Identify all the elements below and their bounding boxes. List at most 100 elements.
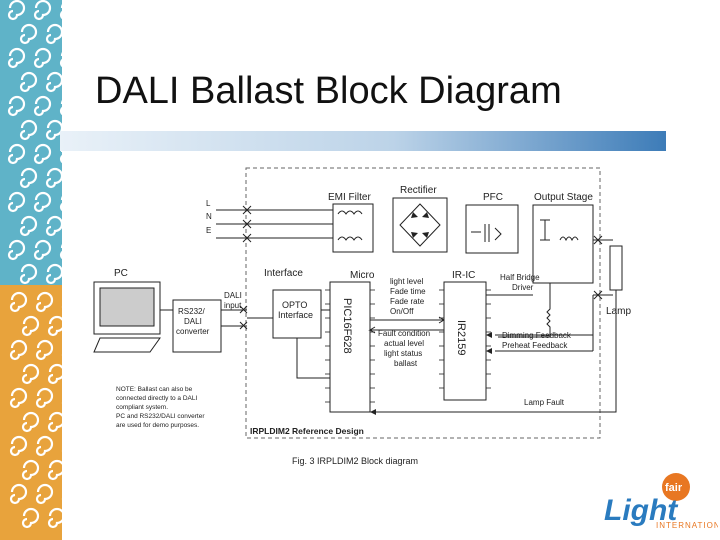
swirl-ornament — [7, 47, 26, 69]
swirl-ornament — [19, 263, 38, 285]
swirl-ornament — [21, 411, 40, 433]
rectifier-block — [392, 197, 448, 253]
swirl-ornament — [47, 363, 62, 385]
swirl-ornament — [35, 339, 54, 361]
logo-badge-text: fair — [665, 482, 683, 494]
swirl-ornament — [21, 315, 40, 337]
swirl-ornament — [33, 95, 52, 117]
swirl-ornament — [7, 191, 26, 213]
swirl-ornament — [33, 191, 52, 213]
pc-monitor — [93, 281, 161, 335]
note-line-3: compliant system. — [116, 404, 168, 411]
note-line-5: are used for demo purposes. — [116, 422, 199, 429]
swirl-ornament — [21, 459, 40, 481]
signal-fade-rate: Fade rate — [390, 297, 425, 306]
swirl-ornament — [33, 143, 52, 165]
emi-filter-block — [332, 203, 374, 253]
ir-ic-label: IR-IC — [452, 270, 475, 281]
swirl-ornament — [45, 263, 62, 285]
swirl-ornament — [21, 363, 40, 385]
opto-label-1: OPTO — [282, 300, 307, 310]
swirl-ornament — [19, 71, 38, 93]
interface-label: Interface — [264, 268, 303, 279]
swirl-ornament — [35, 291, 54, 313]
swirl-ornament — [47, 459, 62, 481]
swirl-ornament — [21, 507, 40, 529]
swirl-ornament — [59, 100, 62, 116]
reference-design-frame — [245, 167, 601, 439]
pc-label: PC — [114, 268, 128, 279]
output-stage-block — [532, 204, 594, 284]
reference-design-label: IRPLDIM2 Reference Design — [250, 426, 364, 436]
note-line-4: PC and RS232/DALI converter — [116, 413, 205, 420]
swirl-ornament — [45, 215, 62, 237]
swirl-ornament — [33, 47, 52, 69]
slide-title: DALI Ballast Block Diagram — [95, 70, 562, 112]
swirl-ornament — [9, 435, 28, 457]
signal-fault-condition: Fault condition — [378, 329, 430, 338]
pfc-block — [465, 204, 519, 254]
swirl-ornament — [9, 387, 28, 409]
signal-light-level: light level — [390, 277, 424, 286]
preheat-feedback-label: Preheat Feedback — [502, 341, 568, 350]
swirl-ornament — [59, 244, 62, 260]
logo-subtext: INTERNATIONAL — [656, 521, 718, 530]
signal-on-off: On/Off — [390, 307, 414, 316]
opto-label-2: Interface — [278, 310, 313, 320]
swirl-ornament — [35, 435, 54, 457]
micro-label: Micro — [350, 270, 375, 281]
signal-fade-time: Fade time — [390, 287, 426, 296]
swirl-ornament — [9, 483, 28, 505]
swirl-ornament — [59, 52, 62, 68]
lightfair-logo: fair Light INTERNATIONAL — [604, 473, 718, 530]
signal-light-status: light status — [384, 349, 422, 358]
logo-badge-circle — [662, 473, 690, 501]
swirl-ornament — [7, 0, 26, 21]
logo-wordmark: Light — [604, 494, 679, 527]
swirl-ornament — [9, 291, 28, 313]
swirl-ornament — [59, 196, 62, 212]
signal-actual-level: actual level — [384, 339, 424, 348]
swirl-ornament — [33, 239, 52, 261]
decorative-swirl-border — [0, 0, 62, 540]
rs232-dali-line-1: RS232/ — [178, 307, 205, 316]
swirl-ornament — [45, 167, 62, 189]
pc-screen — [99, 287, 155, 327]
swirl-ornament — [45, 23, 62, 45]
mains-label-e: E — [206, 226, 211, 235]
note-line-2: connected directly to a DALI — [116, 395, 197, 402]
output-stage-label: Output Stage — [534, 192, 593, 203]
rs232-dali-line-3: converter — [176, 327, 210, 336]
swirl-ornament — [19, 119, 38, 141]
swirl-ornament — [7, 239, 26, 261]
lamp-fault-label: Lamp Fault — [524, 398, 565, 407]
swirl-ornament — [19, 167, 38, 189]
swirl-ornament — [45, 119, 62, 141]
note-line-1: NOTE: Ballast can also be — [116, 386, 193, 393]
swirl-ornament — [47, 507, 62, 529]
swirl-ornament — [35, 483, 54, 505]
figure-caption: Fig. 3 IRPLDIM2 Block diagram — [292, 456, 418, 466]
title-underline-bar — [60, 131, 666, 151]
emi-filter-label: EMI Filter — [328, 192, 371, 203]
ir-ic-chip — [443, 281, 487, 401]
swirl-ornament — [35, 387, 54, 409]
mains-label-l: L — [206, 199, 211, 208]
swirl-ornament — [47, 411, 62, 433]
half-bridge-line-2: Driver — [512, 283, 534, 292]
half-bridge-line-1: Half Bridge — [500, 273, 540, 282]
swirl-ornament — [33, 0, 52, 21]
swirl-ornament — [19, 23, 38, 45]
swirl-ornament — [7, 95, 26, 117]
ir-ic-chip-part: IR2159 — [455, 320, 467, 355]
mains-label-n: N — [206, 212, 212, 221]
lamp-label: Lamp — [606, 306, 631, 317]
swirl-ornament — [45, 71, 62, 93]
signal-ballast: ballast — [394, 359, 418, 368]
swirl-ornament — [47, 315, 62, 337]
micro-chip — [329, 281, 371, 413]
swirl-ornament — [59, 4, 62, 20]
block-diagram: L N E EMI Filter Rectifier PFC Output St… — [93, 167, 631, 466]
micro-chip-part: PIC16F628 — [341, 298, 353, 354]
swirl-ornament — [19, 215, 38, 237]
